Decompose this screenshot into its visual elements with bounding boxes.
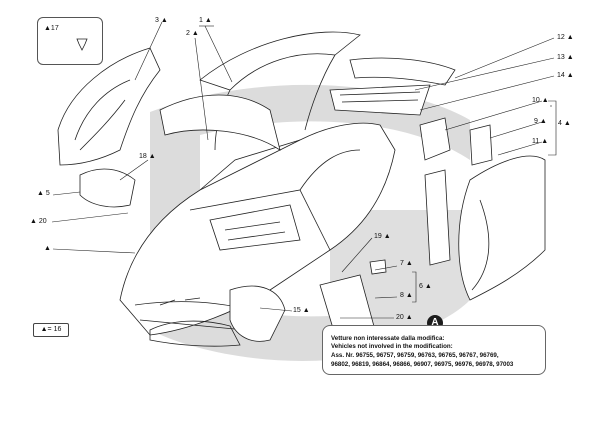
callout-unnumbered: ▲ [44, 245, 51, 252]
callout-20-right: 20 ▲ [396, 314, 413, 321]
front-fender-part [79, 168, 136, 208]
note-line-2: Vehicles not involved in the modificatio… [331, 343, 453, 350]
callout-14: 14 ▲ [557, 72, 574, 79]
callout-18: 18 ▲ [139, 153, 156, 160]
callout-17: ▲17 [44, 25, 59, 32]
windshield-frame [159, 94, 281, 151]
callout-3: 3 ▲ [155, 17, 168, 24]
callout-6: 6 ▲ [419, 283, 432, 290]
legend-16: ▲= 16 [33, 323, 69, 337]
rear-quarter-panel [458, 155, 546, 301]
modification-note: Vetture non interessate dalla modifica: … [322, 325, 546, 375]
left-side-panel [57, 47, 161, 166]
front-lower-parts [229, 259, 387, 342]
callout-10: 10 ▲ [532, 97, 549, 104]
clip-icon [76, 38, 88, 51]
note-line-1: Vetture non interessate dalla modifica: [331, 335, 445, 342]
part-17-inset: ▲17 [37, 17, 103, 65]
callout-9: 9 ▲ [534, 118, 547, 125]
callout-2: 2 ▲ [186, 30, 199, 37]
callout-20-left: ▲ 20 [30, 218, 47, 225]
callout-5: ▲ 5 [37, 190, 50, 197]
inner-arch-parts [419, 117, 493, 266]
callout-12: 12 ▲ [557, 34, 574, 41]
callout-7: 7 ▲ [400, 260, 413, 267]
callout-8: 8 ▲ [400, 292, 413, 299]
note-line-3: Ass. Nr. 96755, 96757, 96759, 96763, 967… [331, 352, 499, 359]
callout-4: 4 ▲ [558, 120, 571, 127]
callout-13: 13 ▲ [557, 54, 574, 61]
note-line-4: 96802, 96819, 96864, 96866, 96907, 96975… [331, 361, 514, 368]
callout-19: 19 ▲ [374, 233, 391, 240]
callout-1: 1 ▲ [199, 17, 212, 24]
leader-lines [51, 21, 557, 319]
callout-15: 15 ▲ [293, 307, 310, 314]
callout-11: 11 ▲ [532, 138, 549, 145]
